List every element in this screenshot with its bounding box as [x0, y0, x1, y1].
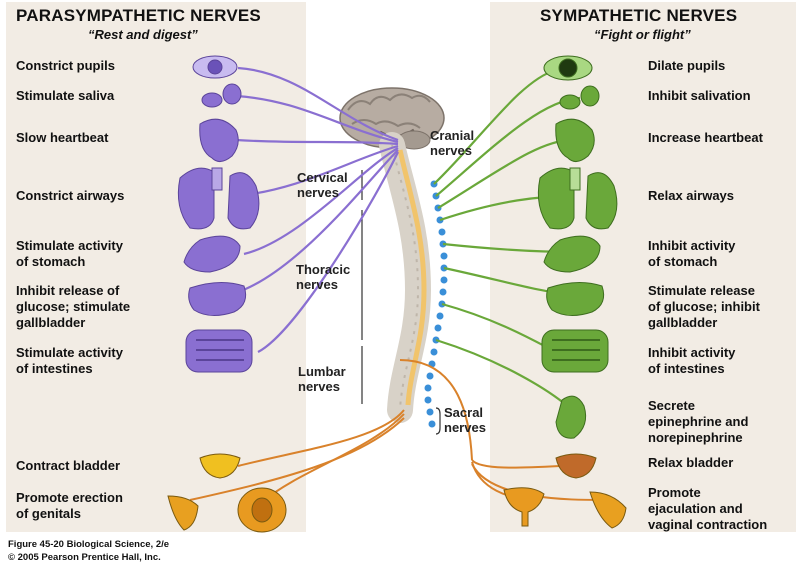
para-effect-saliva: Stimulate saliva — [16, 88, 114, 104]
para-effect-intestines: Stimulate activity of intestines — [16, 345, 123, 377]
symp-effect-salivation: Inhibit salivation — [648, 88, 751, 104]
symp-effect-heartbeat: Increase heartbeat — [648, 130, 763, 146]
para-effect-bladder: Contract bladder — [16, 458, 120, 474]
spinal-column — [392, 145, 424, 410]
symp-effect-genitals: Promote ejaculation and vaginal contract… — [648, 485, 767, 533]
lumbar-nerves-label: Lumbar nerves — [298, 364, 346, 394]
symp-effect-intestines: Inhibit activity of intestines — [648, 345, 735, 377]
figure-caption: Figure 45-20 Biological Science, 2/e — [8, 539, 169, 550]
para-effect-pupils: Constrict pupils — [16, 58, 115, 74]
cervical-nerves-label: Cervical nerves — [297, 170, 348, 200]
copyright-caption: © 2005 Pearson Prentice Hall, Inc. — [8, 552, 161, 563]
parasympathetic-organs — [178, 56, 259, 372]
para-effect-heartbeat: Slow heartbeat — [16, 130, 108, 146]
para-effect-stomach: Stimulate activity of stomach — [16, 238, 123, 270]
cranial-nerves-label: Cranial nerves — [430, 128, 474, 158]
symp-effect-glucose: Stimulate release of glucose; inhibit ga… — [648, 283, 760, 331]
sacral-nerves-label: Sacral nerves — [444, 405, 486, 435]
para-effect-glucose: Inhibit release of glucose; stimulate ga… — [16, 283, 130, 331]
symp-effect-bladder: Relax bladder — [648, 455, 733, 471]
para-effect-genitals: Promote erection of genitals — [16, 490, 123, 522]
symp-effect-epinephrine: Secrete epinephrine and norepinephrine — [648, 398, 748, 446]
thoracic-nerves-label: Thoracic nerves — [296, 262, 350, 292]
sympathetic-organs — [538, 56, 617, 438]
symp-effect-airways: Relax airways — [648, 188, 734, 204]
para-effect-airways: Constrict airways — [16, 188, 124, 204]
symp-effect-stomach: Inhibit activity of stomach — [648, 238, 735, 270]
symp-effect-pupils: Dilate pupils — [648, 58, 725, 74]
